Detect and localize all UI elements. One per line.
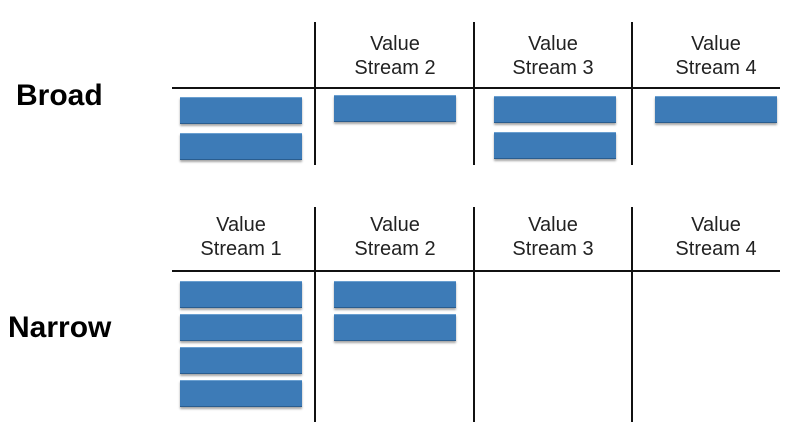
broad-column-header-2-line2: Stream 2 [354, 57, 436, 79]
narrow-column-divider-2 [473, 207, 475, 422]
narrow-col1-work-item-2 [180, 314, 302, 341]
narrow-column-divider-1 [314, 207, 316, 422]
broad-header-divider [172, 87, 780, 89]
narrow-column-header-3: Value Stream 3 [478, 213, 628, 261]
narrow-column-header-3-line2: Stream 3 [512, 238, 594, 260]
broad-column-header-3: Value Stream 3 [478, 32, 628, 80]
narrow-col2-work-item-2 [334, 314, 456, 341]
broad-col2-work-item-1 [334, 95, 456, 122]
broad-column-header-4-line1: Value [691, 33, 741, 55]
narrow-column-header-1-line1: Value [216, 214, 266, 236]
broad-col1-work-item-1 [180, 97, 302, 124]
broad-label: Broad [16, 79, 103, 112]
broad-column-header-2-line1: Value [370, 33, 420, 55]
narrow-column-header-4: Value Stream 4 [641, 213, 791, 261]
narrow-column-header-1: Value Stream 1 [166, 213, 316, 261]
narrow-column-header-2-line1: Value [370, 214, 420, 236]
narrow-column-header-3-line1: Value [528, 214, 578, 236]
narrow-column-header-4-line1: Value [691, 214, 741, 236]
narrow-col1-work-item-1 [180, 281, 302, 308]
broad-col1-work-item-2 [180, 133, 302, 160]
broad-column-header-3-line1: Value [528, 33, 578, 55]
broad-col3-work-item-2 [494, 132, 616, 159]
narrow-column-header-2-line2: Stream 2 [354, 238, 436, 260]
broad-col4-work-item-1 [655, 96, 777, 123]
broad-column-header-2: Value Stream 2 [320, 32, 470, 80]
narrow-column-header-4-line2: Stream 4 [675, 238, 757, 260]
broad-column-header-4: Value Stream 4 [641, 32, 791, 80]
broad-col3-work-item-1 [494, 96, 616, 123]
narrow-column-header-2: Value Stream 2 [320, 213, 470, 261]
narrow-header-divider [172, 270, 780, 272]
narrow-label: Narrow [8, 311, 112, 344]
narrow-col2-work-item-1 [334, 281, 456, 308]
narrow-col1-work-item-4 [180, 380, 302, 407]
broad-column-header-4-line2: Stream 4 [675, 57, 757, 79]
broad-column-header-3-line2: Stream 3 [512, 57, 594, 79]
narrow-column-header-1-line2: Stream 1 [200, 238, 282, 260]
broad-column-divider-1 [314, 22, 316, 165]
narrow-column-divider-3 [631, 207, 633, 422]
broad-column-divider-2 [473, 22, 475, 165]
broad-column-divider-3 [631, 22, 633, 165]
narrow-col1-work-item-3 [180, 347, 302, 374]
